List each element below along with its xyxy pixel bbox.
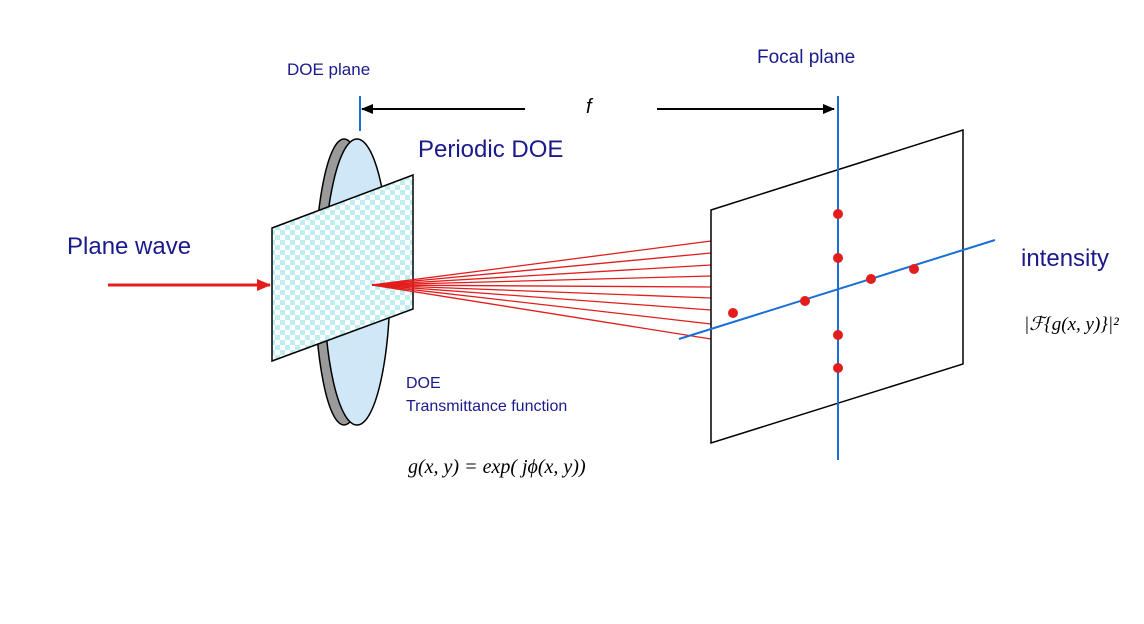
diffraction-spots xyxy=(728,209,919,373)
ray xyxy=(371,240,712,286)
spot xyxy=(833,363,843,373)
ray xyxy=(371,284,712,325)
ray xyxy=(371,252,712,286)
spot xyxy=(800,296,810,306)
focal-plane-label: Focal plane xyxy=(757,47,856,68)
spot xyxy=(728,308,738,318)
spot xyxy=(833,253,843,263)
ray xyxy=(371,284,712,288)
intensity-axis xyxy=(678,239,996,340)
diffracted-rays xyxy=(371,240,712,340)
periodic-doe-label: Periodic DOE xyxy=(418,136,564,163)
plane-wave-label: Plane wave xyxy=(67,233,192,260)
ray xyxy=(371,284,712,340)
doe-label: DOE xyxy=(406,375,441,392)
spot xyxy=(833,209,843,219)
intensity-label: intensity xyxy=(1021,245,1110,272)
intensity-formula: |ℱ{g(x, y)}|² xyxy=(1024,314,1119,335)
ray xyxy=(371,284,712,311)
focal-length-label: f xyxy=(586,96,592,118)
spot xyxy=(833,330,843,340)
spot xyxy=(866,274,876,284)
transmittance-label: Transmittance function xyxy=(406,398,568,415)
doe-plate xyxy=(271,173,414,363)
doe-plane-label: DOE plane xyxy=(287,60,371,79)
ray xyxy=(371,275,712,286)
ray xyxy=(371,284,712,299)
ray xyxy=(371,264,712,286)
transmittance-formula: g(x, y) = exp( jϕ(x, y)) xyxy=(408,456,586,478)
spot xyxy=(909,264,919,274)
